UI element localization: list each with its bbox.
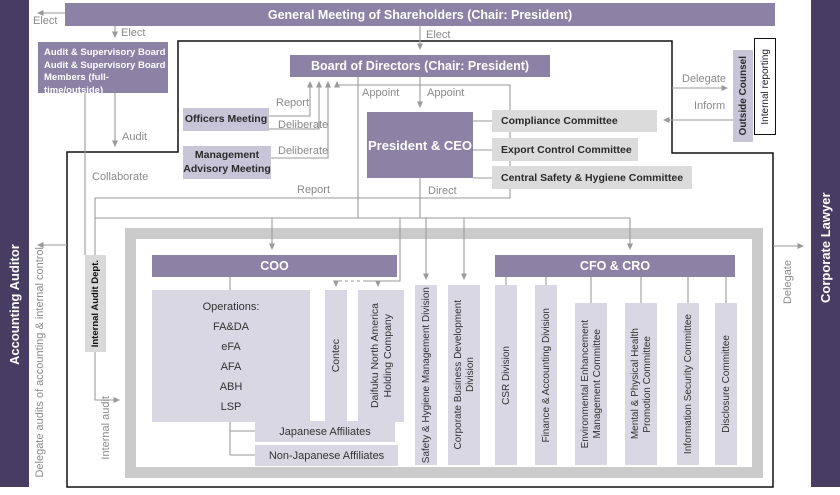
outside-counsel-box: Outside Counsel xyxy=(733,50,753,142)
management-advisory-line-2: Advisory Meeting xyxy=(183,162,271,175)
central-safety-hygiene-committee-box: Central Safety & Hygiene Committee xyxy=(492,166,692,189)
corporate-business-development-box: Corporate Business Development Division xyxy=(448,285,480,465)
operations-item-lsp: LSP xyxy=(220,401,242,413)
label-delegate-audits-text: Delegate audits of accounting & internal… xyxy=(34,246,46,478)
information-security-committee-box: Information Security Committee xyxy=(677,303,699,465)
label-elect-board: Elect xyxy=(426,29,451,41)
label-internal-audit: Internal audit xyxy=(99,386,113,470)
president-ceo-box: President & CEO xyxy=(367,112,473,178)
label-elect-shareholders-left: Elect xyxy=(33,15,58,27)
label-report-internal-audit: Report xyxy=(297,184,331,196)
label-direct: Direct xyxy=(428,185,457,197)
operations-title: Operations: xyxy=(202,301,260,313)
csr-division-box: CSR Division xyxy=(495,285,517,465)
compliance-committee-box: Compliance Committee xyxy=(492,110,657,132)
export-control-committee-box: Export Control Committee xyxy=(492,138,638,161)
accounting-auditor-label: Accounting Auditor xyxy=(7,244,22,366)
daifuku-line-2: Holding Company xyxy=(381,314,394,398)
label-inform: Inform xyxy=(694,100,726,112)
mental-health-line-1: Mental & Physical Health xyxy=(629,328,641,440)
audit-supervisory-board-box: Audit & Supervisory Board Audit & Superv… xyxy=(38,42,168,96)
audit-board-line-1: Audit & Supervisory Board xyxy=(44,47,166,58)
label-delegate-audits: Delegate audits of accounting & internal… xyxy=(32,237,48,487)
env-enhancement-line-2: Management Committee xyxy=(591,329,603,439)
coo-bar: COO xyxy=(152,255,397,277)
mental-health-line-2: Promotion Committee xyxy=(641,335,653,433)
general-meeting-bar: General Meeting of Shareholders (Chair: … xyxy=(65,3,775,26)
label-deliberate-officers: Deliberate xyxy=(278,119,329,131)
label-delegate-lawyer-text: Delegate xyxy=(782,259,794,305)
operations-item-fada: FA&DA xyxy=(212,321,250,333)
corporate-lawyer-rail: Corporate Lawyer xyxy=(811,0,840,487)
cfo-cro-bar: CFO & CRO xyxy=(495,255,735,277)
mental-physical-health-committee-box: Mental & Physical Health Promotion Commi… xyxy=(625,303,657,465)
label-delegate-lawyer: Delegate xyxy=(781,252,795,312)
daifuku-na-holding-box: Daifuku North America Holding Company xyxy=(358,290,404,422)
management-advisory-line-1: Management xyxy=(194,149,260,162)
corp-biz-line-2: Division xyxy=(464,357,476,393)
officers-meeting-box: Officers Meeting xyxy=(183,108,269,131)
internal-reporting-box: Internal reporting xyxy=(754,38,776,135)
label-elect-audit-board: Elect xyxy=(121,27,146,39)
daifuku-line-1: Daifuku North America xyxy=(368,303,381,409)
label-collaborate: Collaborate xyxy=(92,171,149,183)
internal-audit-dept-label: Internal Audit Dept. xyxy=(90,259,101,348)
label-report-officers: Report xyxy=(276,97,310,109)
disclosure-committee-label: Disclosure Committee xyxy=(720,335,732,433)
label-appoint-president: Appoint xyxy=(427,87,465,99)
environmental-enhancement-committee-box: Environmental Enhancement Management Com… xyxy=(575,303,607,465)
accounting-auditor-rail: Accounting Auditor xyxy=(0,0,29,487)
csr-division-label: CSR Division xyxy=(500,345,512,405)
safety-hygiene-division-label: Safety & Hygiene Management Division xyxy=(420,286,432,464)
operations-box: Operations: FA&DA eFA AFA ABH LSP xyxy=(152,290,310,422)
finance-accounting-label: Finance & Accounting Division xyxy=(540,307,552,443)
finance-accounting-division-box: Finance & Accounting Division xyxy=(535,285,557,465)
env-enhancement-line-1: Environmental Enhancement xyxy=(579,319,591,449)
internal-reporting-label: Internal reporting xyxy=(759,48,771,125)
japanese-affiliates-box: Japanese Affiliates xyxy=(255,421,395,442)
internal-audit-dept-box: Internal Audit Dept. xyxy=(85,255,106,352)
operations-item-afa: AFA xyxy=(220,361,242,373)
label-internal-audit-text: Internal audit xyxy=(100,396,112,460)
corporate-lawyer-label: Corporate Lawyer xyxy=(818,192,833,303)
label-deliberate-advisory: Deliberate xyxy=(278,145,329,157)
corp-biz-line-1: Corporate Business Development xyxy=(452,300,464,450)
information-security-label: Information Security Committee xyxy=(682,313,694,455)
operations-item-abh: ABH xyxy=(219,381,243,393)
label-audit: Audit xyxy=(122,131,148,143)
operations-item-efa: eFA xyxy=(221,341,241,353)
audit-board-line-2: Audit & Supervisory Board xyxy=(44,59,166,71)
outside-counsel-label: Outside Counsel xyxy=(737,56,749,136)
disclosure-committee-box: Disclosure Committee xyxy=(715,303,737,465)
non-japanese-affiliates-box: Non-Japanese Affiliates xyxy=(255,445,398,466)
audit-board-line-3: Members (full-time/outside) xyxy=(44,72,109,96)
label-appoint-left: Appoint xyxy=(362,87,400,99)
contec-label: Contec xyxy=(330,339,342,373)
safety-hygiene-division-box: Safety & Hygiene Management Division xyxy=(415,285,437,465)
contec-box: Contec xyxy=(325,290,347,422)
management-advisory-meeting-box: Management Advisory Meeting xyxy=(183,146,271,179)
label-delegate-counsel: Delegate xyxy=(682,73,727,85)
board-of-directors-bar: Board of Directors (Chair: President) xyxy=(290,55,550,77)
